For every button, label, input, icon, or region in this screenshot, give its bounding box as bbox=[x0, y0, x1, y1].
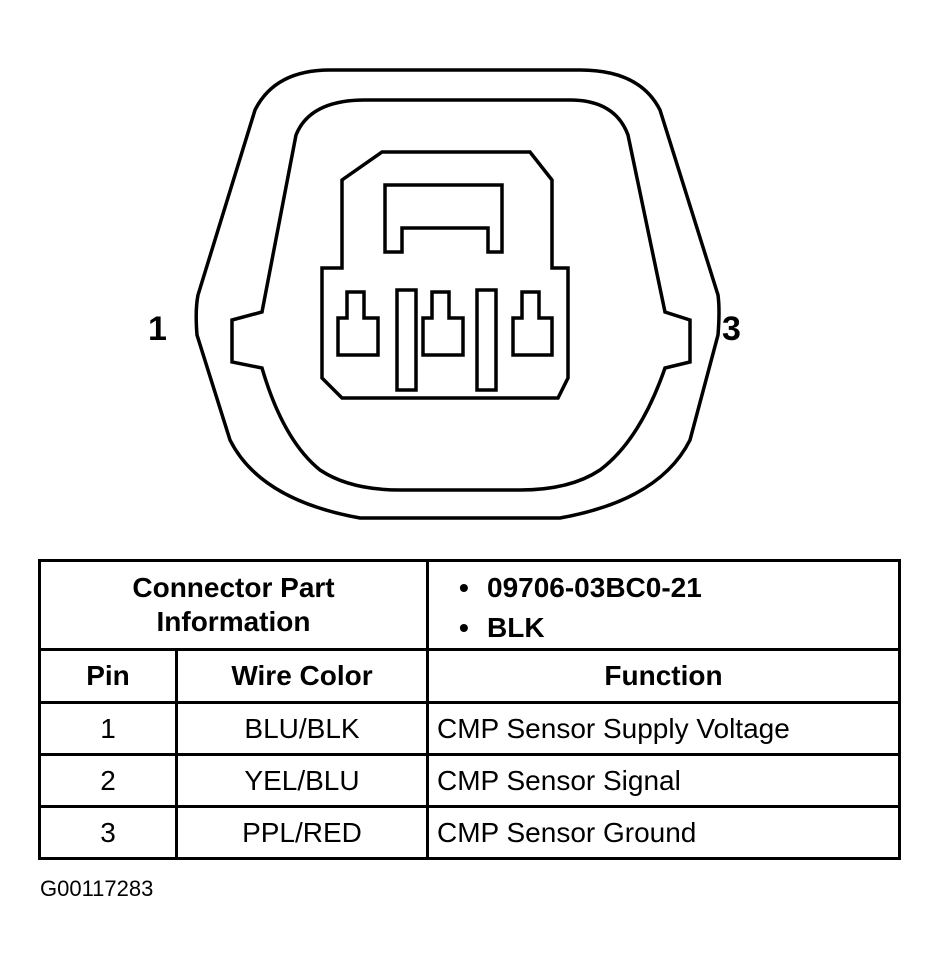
connector-face-drawing bbox=[194, 68, 721, 520]
function-cell: CMP Sensor Signal bbox=[426, 753, 901, 808]
pin-cell: 3 bbox=[38, 805, 178, 860]
figure-id-caption: G00117283 bbox=[40, 876, 154, 901]
part-number: 09706-03BC0-21 bbox=[459, 568, 890, 608]
terminal-pin-3 bbox=[511, 290, 554, 357]
pin-1-label: 1 bbox=[148, 310, 167, 348]
wire-color-cell: PPL/RED bbox=[175, 805, 429, 860]
table-row: 2 YEL/BLU CMP Sensor Signal bbox=[38, 753, 901, 808]
table-header-row: Pin Wire Color Function bbox=[38, 648, 901, 704]
header-pin: Pin bbox=[38, 648, 178, 704]
connector-latch bbox=[383, 183, 504, 254]
connector-lock-body bbox=[320, 150, 570, 400]
terminal-separator-1 bbox=[395, 288, 418, 392]
function-cell: CMP Sensor Supply Voltage bbox=[426, 701, 901, 756]
connector-info-row: Connector Part Information 09706-03BC0-2… bbox=[38, 559, 901, 651]
terminal-pin-1 bbox=[336, 290, 380, 357]
pin-cell: 1 bbox=[38, 701, 178, 756]
terminal-pin-2 bbox=[421, 290, 465, 357]
terminal-separator-2 bbox=[475, 288, 498, 392]
connector-color: BLK bbox=[459, 608, 890, 648]
connector-part-label-line1: Connector Part bbox=[132, 572, 335, 603]
wire-color-cell: BLU/BLK bbox=[175, 701, 429, 756]
connector-part-info-label: Connector Part Information bbox=[38, 559, 429, 651]
table-row: 3 PPL/RED CMP Sensor Ground bbox=[38, 805, 901, 860]
pin-3-label: 3 bbox=[722, 310, 741, 348]
wire-color-cell: YEL/BLU bbox=[175, 753, 429, 808]
connector-outer-shell bbox=[194, 68, 721, 520]
header-wire-color: Wire Color bbox=[175, 648, 429, 704]
pin-cell: 2 bbox=[38, 753, 178, 808]
connector-part-details: 09706-03BC0-21 BLK bbox=[426, 559, 901, 651]
table-row: 1 BLU/BLK CMP Sensor Supply Voltage bbox=[38, 701, 901, 756]
connector-inner-shell bbox=[230, 98, 692, 492]
function-cell: CMP Sensor Ground bbox=[426, 805, 901, 860]
header-function: Function bbox=[426, 648, 901, 704]
connector-part-label-line2: Information bbox=[156, 606, 311, 637]
connector-pinout-table: Connector Part Information 09706-03BC0-2… bbox=[38, 559, 901, 860]
